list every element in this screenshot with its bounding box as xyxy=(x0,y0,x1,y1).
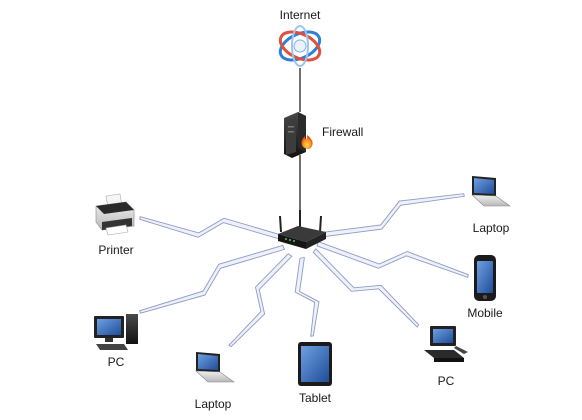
wireless-link-pc-right xyxy=(312,248,420,328)
wireless-link-mobile xyxy=(316,241,469,278)
laptop-bottom-label: Laptop xyxy=(194,397,232,411)
laptop-icon xyxy=(471,176,511,207)
tablet-icon xyxy=(298,342,332,386)
desktop-pc-icon xyxy=(424,326,468,362)
wireless-links xyxy=(138,193,469,348)
laptop-top-right-label: Laptop xyxy=(472,221,510,235)
pc-left-label: PC xyxy=(107,355,125,369)
laptop-icon xyxy=(195,352,235,383)
internet-label: Internet xyxy=(279,8,321,22)
printer-label: Printer xyxy=(98,243,134,257)
wireless-link-printer xyxy=(139,216,283,241)
tablet-label: Tablet xyxy=(298,391,332,405)
wireless-router-icon xyxy=(278,210,326,249)
mobile-label: Mobile xyxy=(467,306,503,320)
printer-icon xyxy=(95,193,135,236)
wireless-link-tablet xyxy=(294,257,320,337)
mobile-phone-icon xyxy=(474,255,496,301)
desktop-pc-icon xyxy=(94,314,138,350)
pc-right-label: PC xyxy=(437,374,455,388)
wireless-link-laptop-top-right xyxy=(316,193,465,238)
wireless-link-laptop-bottom xyxy=(228,253,293,348)
firewall-label: Firewall xyxy=(322,125,364,139)
firewall-icon xyxy=(284,112,313,158)
wireless-link-pc-left xyxy=(138,244,286,314)
globe-icon xyxy=(278,25,322,67)
